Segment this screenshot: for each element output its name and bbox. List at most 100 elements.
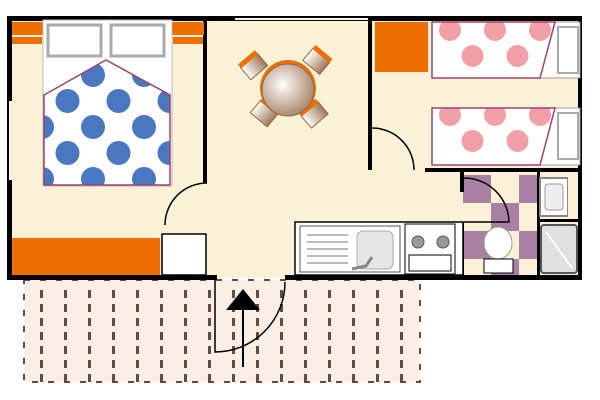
- terrace-post: [232, 318, 235, 326]
- terrace-post: [40, 346, 43, 354]
- terrace-post: [400, 290, 403, 298]
- bunk-bed-top: [431, 21, 581, 79]
- polka-dot: [484, 108, 506, 126]
- terrace-post: [136, 360, 139, 368]
- terrace-post: [112, 360, 115, 368]
- polka-dot: [506, 130, 529, 152]
- terrace-post: [136, 346, 139, 354]
- polka-dot: [106, 141, 131, 165]
- polka-dot: [506, 45, 529, 67]
- terrace-post: [256, 318, 259, 326]
- polka-dot: [484, 22, 506, 41]
- sink: [356, 230, 394, 270]
- terrace-post: [400, 318, 403, 326]
- terrace-post: [376, 374, 379, 382]
- terrace-post: [352, 346, 355, 354]
- terrace-post: [304, 360, 307, 368]
- terrace-post: [112, 318, 115, 326]
- doors: [164, 127, 510, 353]
- terrace-post: [280, 374, 283, 382]
- bunk-bed-bottom: [431, 107, 581, 166]
- terrace-post: [280, 332, 283, 340]
- terrace-post: [88, 318, 91, 326]
- polka-dot: [55, 89, 80, 113]
- terrace-post: [64, 360, 67, 368]
- terrace-post: [400, 304, 403, 312]
- terrace-post: [136, 374, 139, 382]
- polka-dot: [529, 22, 551, 41]
- terrace-post: [64, 332, 67, 340]
- kitchen-counter: [294, 221, 464, 276]
- wardrobe: [12, 238, 160, 275]
- terrace-post: [64, 318, 67, 326]
- polka-dot: [44, 115, 54, 139]
- terrace-post: [400, 360, 403, 368]
- terrace-post: [112, 332, 115, 340]
- polka-dot: [81, 167, 105, 185]
- terrace-post: [328, 346, 331, 354]
- terrace-post: [136, 290, 139, 298]
- terrace-post: [352, 318, 355, 326]
- terrace-post: [328, 374, 331, 382]
- terrace-post: [232, 332, 235, 340]
- terrace-post: [136, 332, 139, 340]
- terrace-post: [88, 290, 91, 298]
- terrace-post: [232, 374, 235, 382]
- terrace-post: [400, 374, 403, 382]
- terrace-post: [328, 290, 331, 298]
- terrace-post: [64, 290, 67, 298]
- terrace-post: [88, 332, 91, 340]
- terrace-posts: [40, 290, 403, 382]
- dining-table: [237, 44, 333, 129]
- terrace-post: [112, 374, 115, 382]
- terrace-post: [256, 346, 259, 354]
- terrace-post: [160, 374, 163, 382]
- terrace-post: [184, 318, 187, 326]
- cupboard: [161, 233, 207, 276]
- terrace-post: [160, 346, 163, 354]
- terrace-post: [184, 360, 187, 368]
- terrace-post: [64, 304, 67, 312]
- terrace-post: [400, 332, 403, 340]
- terrace-post: [208, 360, 211, 368]
- terrace-post: [376, 304, 379, 312]
- terrace-post: [376, 332, 379, 340]
- terrace-post: [40, 332, 43, 340]
- terrace-post: [280, 346, 283, 354]
- polka-dot: [44, 167, 54, 185]
- terrace-post: [208, 304, 211, 312]
- terrace-post: [160, 304, 163, 312]
- terrace-post: [376, 360, 379, 368]
- polka-dot: [132, 167, 156, 185]
- double-bed: [12, 19, 204, 187]
- terrace-post: [376, 318, 379, 326]
- terrace-post: [400, 346, 403, 354]
- terrace-post: [64, 346, 67, 354]
- terrace-post: [184, 346, 187, 354]
- terrace-post: [208, 346, 211, 354]
- terrace-post: [328, 332, 331, 340]
- terrace-post: [328, 318, 331, 326]
- terrace-post: [184, 332, 187, 340]
- terrace-post: [184, 374, 187, 382]
- bathroom: [483, 172, 578, 274]
- polka-dot: [132, 115, 156, 139]
- terrace-post: [304, 332, 307, 340]
- polka-dot: [529, 108, 551, 126]
- terrace-post: [280, 304, 283, 312]
- terrace-post: [112, 290, 115, 298]
- terrace-post: [304, 374, 307, 382]
- polka-dot: [461, 45, 484, 67]
- terrace-post: [112, 346, 115, 354]
- polka-dot: [106, 89, 131, 113]
- terrace-post: [208, 318, 211, 326]
- polka-dot: [81, 115, 105, 139]
- terrace-post: [40, 318, 43, 326]
- terrace-post: [256, 374, 259, 382]
- terrace-post: [40, 290, 43, 298]
- terrace-post: [352, 332, 355, 340]
- entrance-arrow-icon: [226, 289, 260, 367]
- terrace-post: [280, 360, 283, 368]
- terrace-post: [352, 304, 355, 312]
